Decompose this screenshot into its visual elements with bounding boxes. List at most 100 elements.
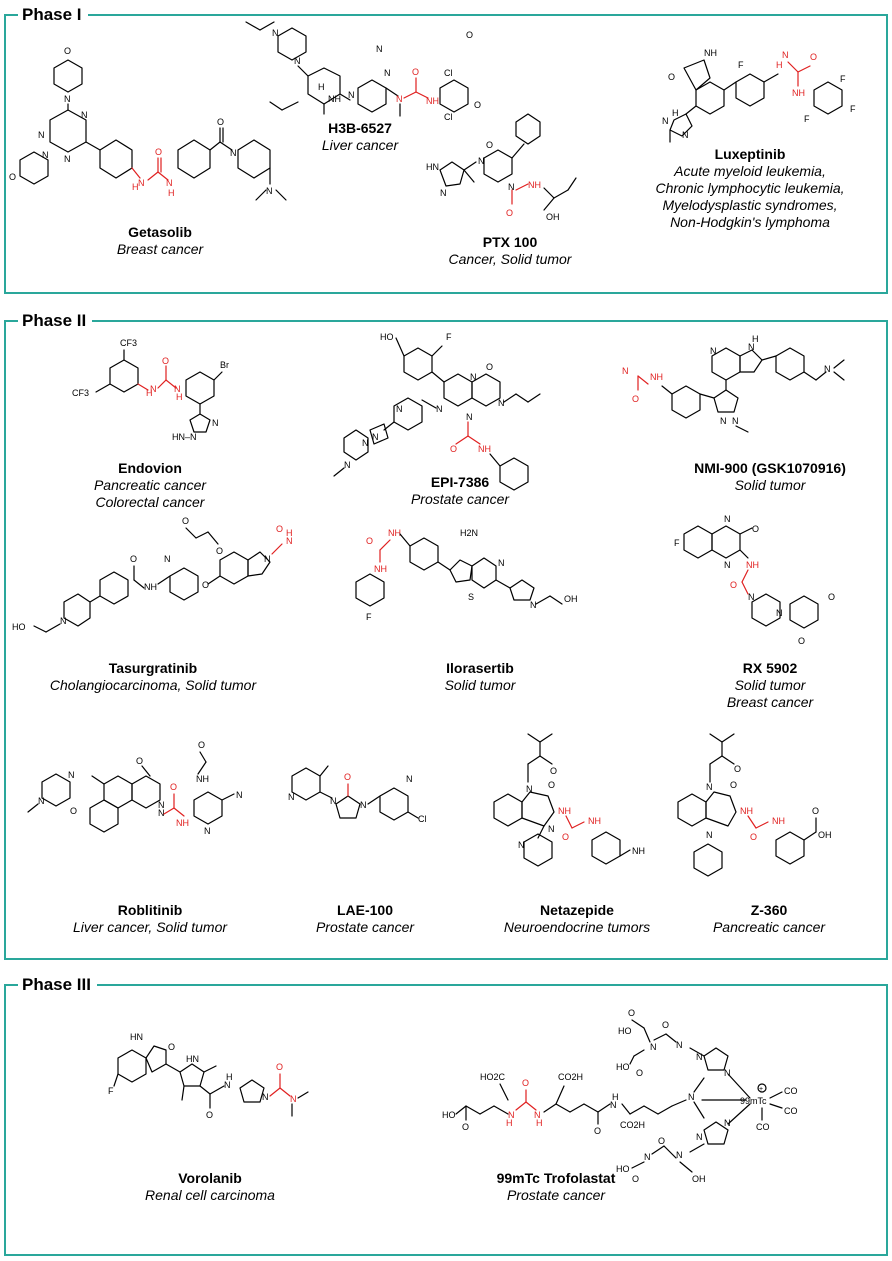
rx-5902-structure: F N N O NH O N N O O [672, 508, 862, 648]
svg-text:O: O [506, 208, 513, 218]
svg-text:N: N [662, 116, 669, 126]
svg-text:N: N [710, 346, 717, 356]
svg-text:NH: NH [328, 94, 341, 104]
svg-text:N: N [158, 808, 165, 818]
svg-text:N: N [534, 1110, 541, 1120]
svg-text:NH: NH [704, 48, 717, 58]
z-360-structure: O N O NH O NH O OH N [677, 728, 880, 888]
svg-text:N: N [60, 616, 67, 626]
svg-text:O: O [450, 444, 457, 454]
svg-text:CO2H: CO2H [558, 1072, 583, 1082]
svg-text:N: N [548, 824, 555, 834]
phase-2-panel [4, 320, 888, 960]
luxeptinib-structure: O NH F H N O NH F F F H N N [662, 38, 874, 148]
svg-text:N: N [286, 536, 293, 546]
svg-text:N: N [150, 384, 157, 394]
svg-text:N: N [644, 1152, 651, 1162]
svg-text:N: N [396, 94, 403, 104]
svg-text:O: O [632, 1174, 639, 1184]
phase-3-title: Phase III [18, 975, 97, 995]
svg-text:CF3: CF3 [72, 388, 89, 398]
svg-text:F: F [804, 114, 810, 124]
z-360-caption: Z-360 Pancreatic cancer [712, 902, 826, 935]
svg-text:O: O [486, 140, 493, 150]
h3b-6527-structure: N N NH H N N N N O NH Cl Cl O O [236, 18, 486, 122]
svg-text:O: O [734, 764, 741, 774]
svg-text:HO: HO [618, 1026, 632, 1036]
svg-text:+: + [759, 1086, 763, 1093]
svg-text:N: N [706, 782, 713, 792]
svg-text:N: N [530, 600, 537, 610]
getasolib-structure: O N N N N O N H N O N H O N N [8, 40, 288, 210]
svg-text:H: H [776, 60, 783, 70]
svg-text:N: N [724, 560, 731, 570]
svg-text:F: F [850, 104, 856, 114]
svg-text:O: O [730, 580, 737, 590]
svg-text:O: O [466, 30, 473, 40]
svg-text:HO: HO [12, 622, 26, 632]
svg-text:O: O [202, 580, 209, 590]
svg-text:N: N [212, 418, 219, 428]
svg-text:O: O [752, 524, 759, 534]
svg-text:H: H [286, 528, 293, 538]
ilorasertib-caption: Ilorasertib Solid tumor [444, 660, 516, 693]
svg-text:N: N [498, 398, 505, 408]
svg-text:O: O [562, 832, 569, 842]
svg-text:O: O [812, 806, 819, 816]
drug-name: Getasolib [128, 224, 192, 240]
svg-text:N: N [164, 554, 171, 564]
nmi-900-structure: H N N N N N NH O N [622, 332, 884, 452]
svg-text:N: N [360, 800, 367, 810]
svg-text:O: O [628, 1008, 635, 1018]
roblitinib-caption: Roblitinib Liver cancer, Solid tumor [72, 902, 228, 935]
svg-text:H: H [176, 392, 183, 402]
svg-text:O: O [662, 1020, 669, 1030]
svg-text:O: O [217, 117, 224, 127]
svg-text:N: N [622, 366, 629, 376]
svg-text:N: N [720, 416, 727, 426]
svg-text:S: S [468, 592, 474, 602]
svg-text:OH: OH [546, 212, 560, 222]
svg-text:H2N: H2N [460, 528, 478, 538]
svg-text:HO: HO [616, 1164, 630, 1174]
svg-text:N: N [166, 178, 173, 188]
svg-text:N: N [376, 44, 383, 54]
svg-text:H: H [506, 1118, 513, 1128]
svg-text:H: H [672, 108, 679, 118]
svg-text:N: N [696, 1132, 703, 1142]
svg-text:O: O [9, 172, 16, 182]
svg-text:N: N [174, 384, 181, 394]
svg-text:HN–N: HN–N [172, 432, 197, 442]
svg-text:N: N [440, 188, 447, 198]
svg-text:NH: NH [588, 816, 601, 826]
svg-text:O: O [474, 100, 481, 110]
phase-1-title: Phase I [18, 5, 88, 25]
svg-text:N: N [478, 156, 485, 166]
svg-text:O: O [276, 1062, 283, 1072]
svg-text:CO: CO [756, 1122, 770, 1132]
svg-text:N: N [610, 1100, 617, 1110]
h3b-6527-caption: H3B-6527 Liver cancer [321, 120, 399, 153]
svg-text:N: N [518, 840, 525, 850]
svg-text:O: O [810, 52, 817, 62]
svg-text:NH: NH [740, 806, 753, 816]
svg-text:N: N [724, 1118, 731, 1128]
svg-text:NH: NH [478, 444, 491, 454]
svg-text:H: H [318, 82, 325, 92]
phase-1-panel [4, 14, 888, 294]
svg-text:N: N [344, 460, 351, 470]
epi-7386-caption: EPI-7386 Prostate cancer [410, 474, 510, 507]
netazepide-caption: Netazepide Neuroendocrine tumors [503, 902, 651, 935]
svg-text:H: H [226, 1072, 233, 1082]
svg-text:N: N [748, 592, 755, 602]
svg-text:NH: NH [528, 180, 541, 190]
atom-o: O [64, 46, 71, 56]
svg-text:O: O [130, 554, 137, 564]
svg-text:NH: NH [772, 816, 785, 826]
svg-text:N: N [262, 1092, 269, 1102]
svg-text:O: O [168, 1042, 175, 1052]
svg-text:CO2H: CO2H [620, 1120, 645, 1130]
vorolanib-caption: Vorolanib Renal cell carcinoma [145, 1170, 275, 1203]
svg-text:N: N [272, 28, 279, 38]
svg-text:O: O [486, 362, 493, 372]
